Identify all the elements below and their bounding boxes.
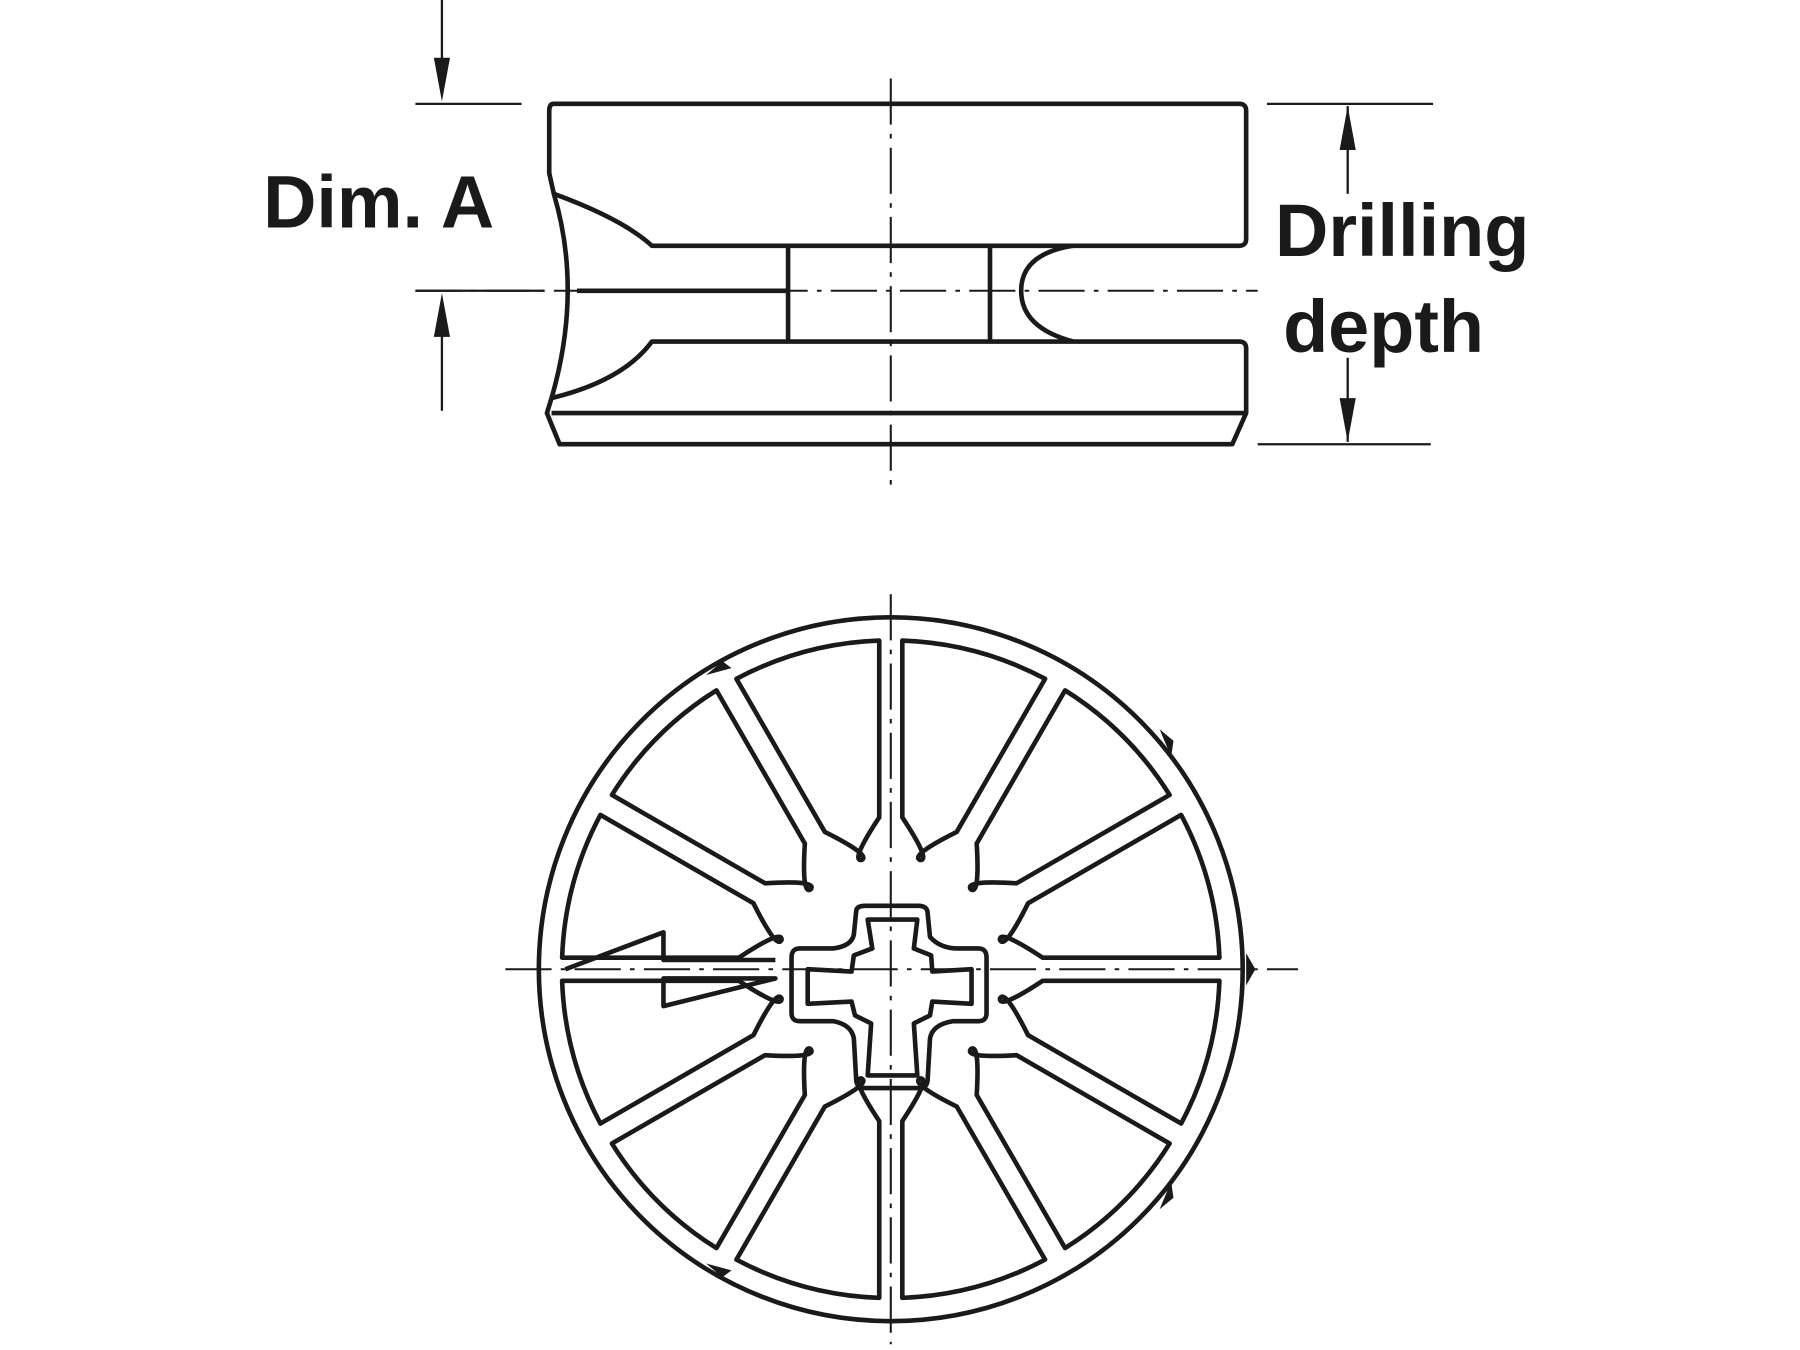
concave-left-edge — [549, 193, 571, 399]
rim-segment — [967, 688, 1172, 893]
side-view — [415, 78, 1258, 485]
rim-segment — [734, 638, 882, 863]
housing-outline — [546, 101, 1249, 249]
phillips-cross-icon — [805, 917, 974, 1078]
rim-segment — [967, 1046, 1172, 1251]
dimension-dim-a: Dim. A — [263, 0, 545, 411]
top-view — [505, 594, 1299, 1345]
arrow-down-icon — [433, 57, 450, 102]
arrow-down-icon — [1339, 398, 1356, 442]
rim-segment — [899, 1076, 1048, 1301]
rim-segment — [899, 638, 1048, 863]
cross-recess-outer — [789, 903, 989, 1091]
rim-segment — [997, 812, 1222, 960]
cam-recess — [1018, 243, 1074, 344]
direction-arrow-icon — [564, 930, 778, 1009]
arrow-up-icon — [1339, 106, 1356, 150]
outer-rim — [536, 615, 1245, 1324]
depth-label: depth — [1283, 285, 1484, 368]
dim-a-label: Dim. A — [263, 160, 494, 243]
dimension-drilling-depth: Drilling depth — [1257, 102, 1529, 446]
rim-segment — [734, 1076, 882, 1301]
arrow-up-icon — [433, 293, 450, 337]
housing-lower-outline — [544, 339, 1249, 447]
rim-segment — [559, 978, 784, 1126]
drilling-label: Drilling — [1275, 189, 1529, 272]
rim-segment — [609, 1046, 814, 1251]
rim-segment — [997, 978, 1222, 1126]
rim-segment — [609, 688, 814, 893]
rim-segment — [559, 812, 784, 960]
